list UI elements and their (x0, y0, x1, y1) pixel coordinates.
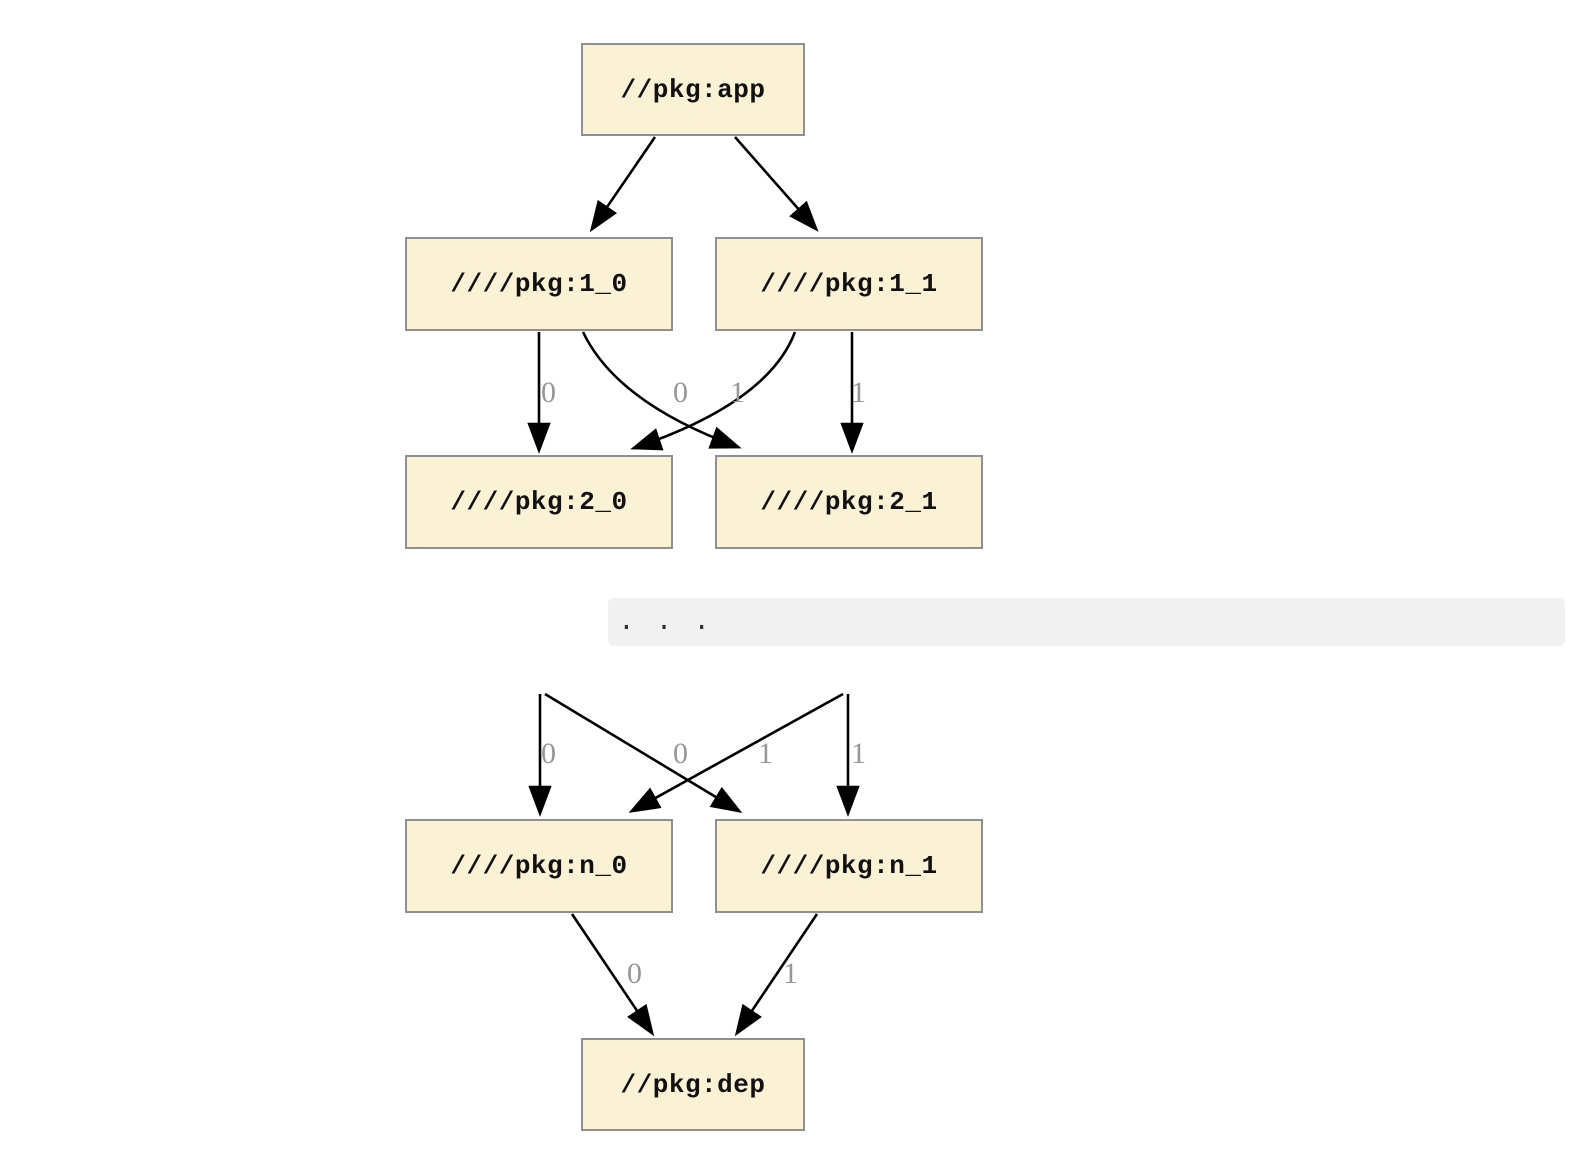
edge-label: 1 (730, 376, 745, 409)
edge-label: 0 (673, 737, 688, 770)
edge-label: 0 (541, 737, 556, 770)
edge-1_1-2_0 (630, 331, 797, 451)
edge-label: 1 (851, 376, 866, 409)
edge-label: 0 (541, 376, 556, 409)
edge-1_0-2_1 (581, 331, 742, 449)
edge-n_1-dep (734, 913, 819, 1037)
node-pkg-n_1: ////pkg:n_1 (715, 819, 983, 913)
node-pkg-dep: //pkg:dep (581, 1038, 805, 1131)
node-pkg-2_0: ////pkg:2_0 (405, 455, 673, 549)
ellipsis-text: . . . (618, 606, 713, 638)
edge-label: 0 (673, 376, 688, 409)
ellipsis-code-bar: . . . (608, 598, 1565, 646)
edge-app-1_1 (734, 136, 819, 232)
edge-label: 1 (851, 737, 866, 770)
node-pkg-2_1: ////pkg:2_1 (715, 455, 983, 549)
node-pkg-1_0: ////pkg:1_0 (405, 237, 673, 331)
node-pkg-1_1: ////pkg:1_1 (715, 237, 983, 331)
node-pkg-app: //pkg:app (581, 43, 805, 136)
edge-n_0-dep (570, 913, 655, 1037)
edge-app-1_0 (589, 136, 657, 233)
node-pkg-n_0: ////pkg:n_0 (405, 819, 673, 913)
edge-label: 1 (783, 957, 798, 990)
edge-prev0-n_1 (544, 692, 743, 814)
edge-prev1-n_0 (628, 692, 844, 813)
edge-label: 0 (627, 957, 642, 990)
edge-label: 1 (758, 737, 773, 770)
